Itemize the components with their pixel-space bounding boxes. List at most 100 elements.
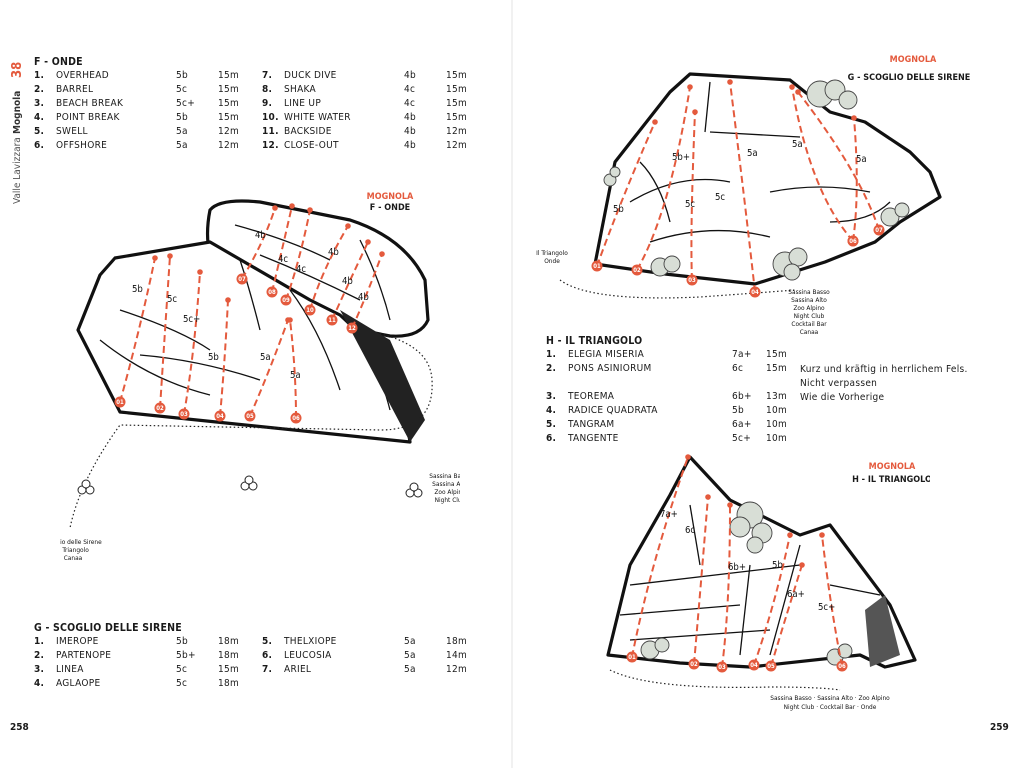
route-line	[119, 257, 156, 403]
route-line	[797, 91, 880, 231]
route-line	[331, 241, 369, 321]
route-number: 4.	[546, 405, 557, 416]
destination-label: Night Club	[435, 496, 460, 504]
route-name: POINT BREAK	[56, 112, 120, 123]
route-name: AGLAOPE	[56, 678, 101, 689]
route-grade: 6b+	[732, 391, 752, 402]
route-length: 15m	[766, 363, 788, 374]
route-number: 1.	[546, 349, 557, 360]
route-start-marker: 07	[873, 224, 885, 236]
route-line	[285, 209, 311, 301]
route-number: 4.	[34, 112, 45, 123]
route-length: 13m	[766, 391, 788, 402]
route-grade-label: 5c	[715, 192, 725, 203]
route-start-marker: 02	[154, 402, 166, 414]
route-name: LINE UP	[284, 98, 322, 109]
route-name: TANGENTE	[568, 433, 619, 444]
route-name: DUCK DIVE	[284, 70, 337, 81]
destination-label: Sassina Alto	[432, 480, 460, 488]
destination-label: Scoglio delle Sirene	[60, 538, 102, 546]
route-grade-label: 5a	[856, 154, 867, 165]
route-length: 15m	[446, 70, 468, 81]
route-grade-label: 5a	[747, 148, 758, 159]
destination-label: Sassina Basso	[429, 472, 460, 480]
destination-label: Sassina Basso	[788, 288, 830, 296]
route-note: Kurz und kräftig in herrlichem Fels. Nic…	[800, 364, 968, 389]
svg-text:02: 02	[690, 661, 698, 668]
destination-label: Zoo Alpino	[793, 304, 825, 312]
route-grade: 6c	[732, 363, 744, 374]
route-start-marker: 06	[847, 235, 859, 247]
route-number: 6.	[34, 140, 45, 151]
route-anchor	[727, 79, 733, 85]
route-length: 15m	[446, 112, 468, 123]
route-line	[183, 271, 201, 415]
section-h-title: H - IL TRIANGOLO	[546, 335, 643, 347]
route-line	[596, 121, 656, 267]
route-line	[351, 253, 383, 329]
route-grade-label: 5a	[260, 352, 271, 363]
topo-f-sector-label: F - ONDE	[370, 203, 410, 213]
route-start-marker: 03	[686, 274, 698, 286]
route-grade: 5b	[176, 112, 189, 123]
svg-text:12: 12	[348, 325, 356, 332]
route-grade-label: 5a	[290, 370, 301, 381]
route-number: 9.	[262, 98, 273, 109]
route-start-marker: 02	[631, 264, 643, 276]
route-anchor	[692, 109, 698, 115]
route-grade: 4b	[404, 112, 417, 123]
approach-trail	[559, 279, 796, 299]
route-grade: 4b	[404, 140, 417, 151]
route-grade: 5a	[176, 140, 188, 151]
bush-icon	[640, 637, 670, 660]
route-line	[219, 299, 229, 417]
route-name: BACKSIDE	[284, 126, 332, 137]
route-note	[800, 405, 986, 419]
route-number: 6.	[546, 433, 557, 444]
route-number: 11.	[262, 126, 279, 137]
route-name: CLOSE-OUT	[284, 140, 339, 151]
route-start-marker: 01	[626, 651, 638, 663]
route-name: TANGRAM	[568, 419, 615, 430]
route-grade: 5b	[732, 405, 745, 416]
route-anchor	[225, 297, 231, 303]
route-number: 1.	[34, 70, 45, 81]
route-length: 15m	[218, 664, 240, 675]
route-anchor	[197, 269, 203, 275]
route-start-marker: 04	[748, 659, 760, 671]
destination-label: Il Triangolo	[536, 249, 568, 257]
route-start-marker: 05	[244, 410, 256, 422]
route-number: 7.	[262, 70, 273, 81]
route-length: 15m	[218, 84, 240, 95]
rock-crack	[629, 81, 891, 243]
route-line	[636, 86, 691, 271]
valley-name: Valle Lavizzara	[12, 137, 23, 204]
svg-text:06: 06	[849, 238, 857, 245]
route-anchor	[345, 223, 351, 229]
route-number: 10.	[262, 112, 279, 123]
route-number: 8.	[262, 84, 273, 95]
route-grade-label: 5c+	[818, 602, 835, 613]
bush-icon	[806, 79, 858, 110]
svg-text:03: 03	[688, 277, 696, 284]
svg-text:03: 03	[718, 664, 726, 671]
route-anchor	[272, 205, 278, 211]
route-grade: 6a+	[732, 419, 752, 430]
rock-crack	[234, 224, 391, 321]
route-line	[729, 81, 756, 293]
route-number: 3.	[546, 391, 557, 402]
route-name: BEACH BREAK	[56, 98, 124, 109]
route-anchor	[819, 532, 825, 538]
